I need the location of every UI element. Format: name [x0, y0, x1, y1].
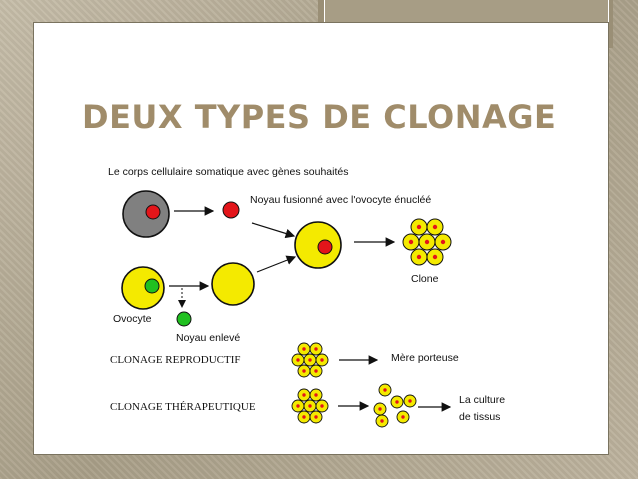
- somatic-cell-label: Le corps cellulaire somatique avec gènes…: [108, 166, 348, 178]
- tissue-culture-label-line1: La culture: [459, 394, 505, 406]
- slide-title: DEUX TYPES DE CLONAGE: [82, 98, 557, 136]
- tissue-culture-label-line2: de tissus: [459, 411, 500, 423]
- clone-label: Clone: [411, 273, 439, 285]
- ovocyte-cell: [121, 266, 165, 310]
- removed-nucleus: [176, 311, 192, 327]
- extracted-nucleus: [222, 201, 240, 219]
- nucleus-removed-label: Noyau enlevé: [176, 332, 240, 344]
- surrogate-mother-label: Mère porteuse: [391, 352, 459, 364]
- ovocyte-label: Ovocyte: [113, 313, 152, 325]
- therapeutic-cluster: [291, 388, 329, 424]
- somatic-cell: [122, 190, 170, 238]
- enucleated-ovocyte: [211, 262, 255, 306]
- fused-cell: [294, 221, 342, 269]
- therapeutic-cloning-label: CLONAGE THÉRAPEUTIQUE: [110, 401, 256, 413]
- arrow-ovocyte-to-fused: [256, 255, 297, 273]
- dispersed-cells: [373, 383, 417, 428]
- clone-cluster: [402, 218, 452, 266]
- fused-nucleus-label: Noyau fusionné avec l'ovocyte énucléé: [250, 194, 431, 206]
- arrow-nucleus-to-fused: [251, 222, 296, 239]
- reproductive-cloning-label: CLONAGE REPRODUCTIF: [110, 354, 240, 366]
- reproductive-cluster: [291, 342, 329, 378]
